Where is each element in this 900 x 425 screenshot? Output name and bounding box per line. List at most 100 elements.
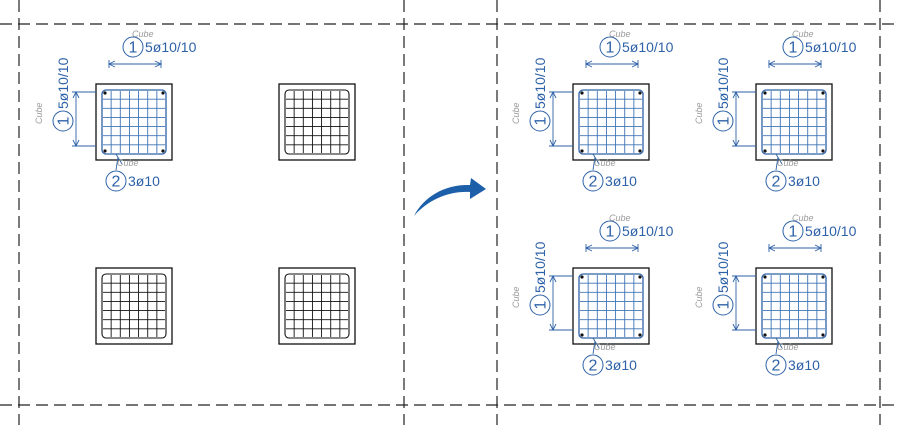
- corner-leader: [115, 153, 123, 165]
- corner-bar: [580, 91, 584, 95]
- column-outline: [755, 83, 833, 161]
- side-bar-label: 5ø10/10: [532, 241, 548, 293]
- top-bar-label: 5ø10/10: [622, 39, 674, 55]
- family-label: Cube: [609, 213, 631, 223]
- corner-leader: [775, 153, 783, 165]
- tag-number: 1: [789, 224, 798, 241]
- tag-circle: [529, 294, 551, 316]
- family-label: Cube: [34, 102, 44, 124]
- column-outline: [278, 83, 356, 161]
- side-bar-label: 5ø10/10: [55, 57, 71, 109]
- tag-circle: [599, 220, 621, 242]
- tag-circle: [765, 170, 787, 192]
- corner-bar-tag: 2 3ø10: [582, 354, 637, 376]
- corner-bar: [103, 149, 107, 153]
- tag-number: 1: [606, 224, 615, 241]
- corner-bar-label: 3ø10: [605, 357, 637, 373]
- column-top-right: [755, 83, 833, 161]
- side-bar-label: 5ø10/10: [715, 57, 731, 109]
- side-bar-label: 5ø10/10: [715, 241, 731, 293]
- tag-circle: [105, 170, 127, 192]
- stirrup: [101, 273, 167, 339]
- column-outline: [278, 267, 356, 345]
- dimension-arrowhead: [549, 323, 557, 332]
- corner-bar: [763, 275, 767, 279]
- corner-bar: [103, 91, 107, 95]
- family-label: Cube: [694, 286, 704, 308]
- corner-leader: [592, 156, 596, 171]
- column-outline: [572, 83, 650, 161]
- dimension-arrowhead: [72, 139, 80, 148]
- corner-bar-label: 3ø10: [128, 173, 160, 189]
- family-label: Cube: [511, 286, 521, 308]
- corner-bar-label: 3ø10: [788, 357, 820, 373]
- stirrup: [761, 89, 827, 155]
- corner-bar: [580, 275, 584, 279]
- top-bar-label: 5ø10/10: [805, 223, 857, 239]
- corner-leader: [592, 340, 596, 355]
- dimension-arrowhead: [732, 323, 740, 332]
- tag-circle: [582, 354, 604, 376]
- family-label: Cube: [777, 158, 799, 168]
- tag-number: 2: [112, 174, 121, 191]
- tag-number: 1: [716, 300, 733, 309]
- column-bottom-right: [278, 267, 356, 345]
- side-bar-label: 5ø10/10: [532, 57, 548, 109]
- family-label: Cube: [132, 29, 154, 39]
- tag-circle: [782, 36, 804, 58]
- dimension-arrowhead: [732, 90, 740, 99]
- top-bar-label: 5ø10/10: [622, 223, 674, 239]
- tag-circle: [712, 110, 734, 132]
- side-bar-tag-rotated: 1 5ø10/10: [712, 241, 734, 316]
- family-label: Cube: [511, 102, 521, 124]
- tag-number: 1: [789, 40, 798, 57]
- corner-bar: [580, 333, 584, 337]
- corner-bar: [763, 333, 767, 337]
- corner-leader: [592, 337, 600, 349]
- dimension-arrowhead: [549, 90, 557, 99]
- tag-number: 2: [589, 358, 598, 375]
- top-bar-label: 5ø10/10: [145, 39, 197, 55]
- column-outline: [572, 267, 650, 345]
- family-label: Cube: [777, 342, 799, 352]
- tag-circle: [122, 36, 144, 58]
- top-bar-tag: 1 5ø10/10: [782, 220, 857, 242]
- tag-circle: [52, 110, 74, 132]
- corner-bar: [821, 275, 825, 279]
- corner-bar: [763, 91, 767, 95]
- side-bar-tag: 1 5ø10/10: [712, 241, 734, 316]
- corner-bar-label: 3ø10: [788, 173, 820, 189]
- tag-number: 1: [129, 40, 138, 57]
- corner-leader: [775, 340, 779, 355]
- corner-leader: [592, 153, 600, 165]
- column-outline: [755, 267, 833, 345]
- column-bottom-left: [95, 267, 173, 345]
- dimension-arrowhead: [549, 274, 557, 283]
- corner-bar: [638, 91, 642, 95]
- dimension-arrowhead: [732, 274, 740, 283]
- tag-circle: [582, 170, 604, 192]
- corner-leader: [115, 156, 119, 171]
- corner-bar: [580, 149, 584, 153]
- tag-circle: [712, 294, 734, 316]
- corner-bar: [821, 333, 825, 337]
- corner-bar: [763, 149, 767, 153]
